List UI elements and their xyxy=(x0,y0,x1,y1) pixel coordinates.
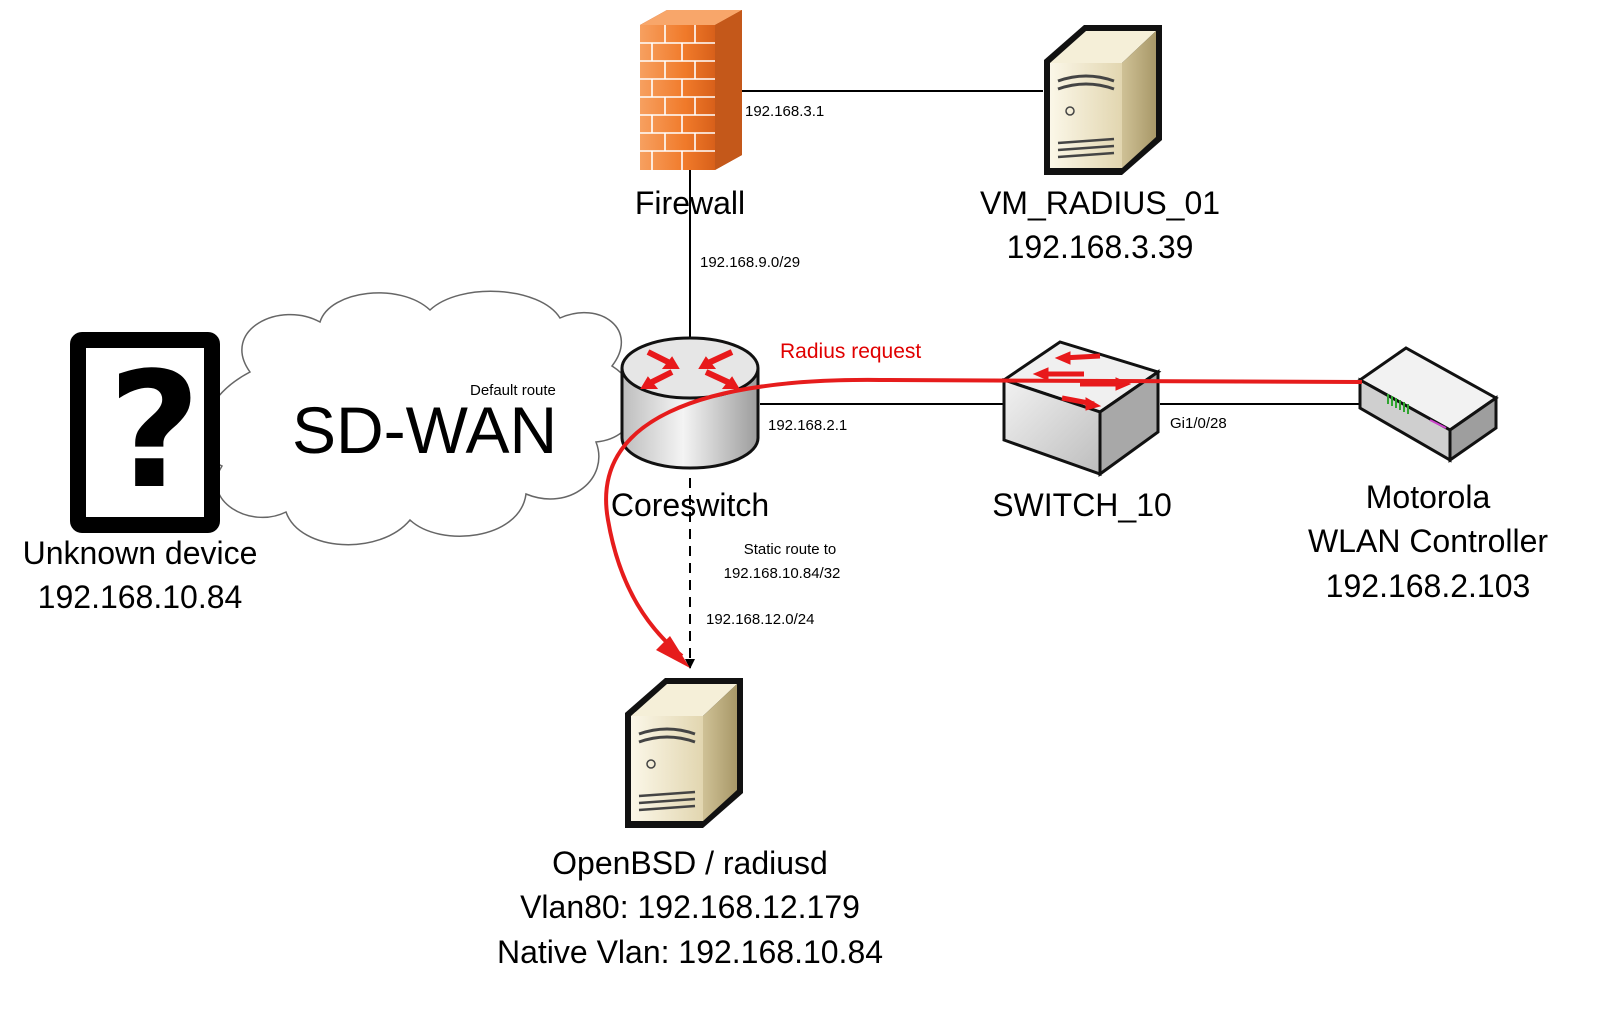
cloud-icon xyxy=(201,290,637,546)
firewall-label: Firewall xyxy=(634,185,746,221)
openbsd-line3: Native Vlan: 192.168.10.84 xyxy=(496,934,884,970)
fw-core-network-label: 192.168.9.0/29 xyxy=(700,254,801,271)
motorola-line1: Motorola xyxy=(1365,479,1491,515)
motorola-ip: 192.168.2.103 xyxy=(1325,568,1531,604)
static-route-label-2: 192.168.10.84/32 xyxy=(723,565,841,582)
switch10-label: SWITCH_10 xyxy=(992,487,1172,523)
static-route-label-1: Static route to xyxy=(743,541,837,558)
firewall-icon xyxy=(640,10,742,170)
sdwan-label: SD-WAN xyxy=(292,393,558,467)
vm-radius-ip: 192.168.3.39 xyxy=(1006,229,1194,265)
switch-icon xyxy=(1000,340,1162,477)
vm-radius-name: VM_RADIUS_01 xyxy=(979,185,1221,221)
coreswitch-label: Coreswitch xyxy=(610,487,770,523)
unknown-device-label: Unknown device xyxy=(22,535,258,571)
question-device-icon xyxy=(70,332,220,533)
firewall-ip-label: 192.168.3.1 xyxy=(745,103,825,120)
radius-request-arrowhead xyxy=(656,636,690,668)
wlan-controller-icon xyxy=(1357,346,1499,463)
question-mark-glyph: ? xyxy=(108,337,201,524)
openbsd-line1: OpenBSD / radiusd xyxy=(552,845,828,881)
openbsd-line2: Vlan80: 192.168.12.179 xyxy=(520,889,860,925)
server-icon xyxy=(1044,25,1162,175)
unknown-device-ip: 192.168.10.84 xyxy=(37,579,243,615)
default-route-label: Default route xyxy=(470,382,556,399)
radius-request-path xyxy=(604,377,1363,658)
openbsd-network-label: 192.168.12.0/24 xyxy=(706,611,815,628)
switch-port-label: Gi1/0/28 xyxy=(1170,415,1227,432)
core-switch-ip-label: 192.168.2.1 xyxy=(768,417,848,434)
radius-request-label: Radius request xyxy=(780,340,922,363)
motorola-line2: WLAN Controller xyxy=(1307,523,1549,559)
server-icon xyxy=(625,678,743,828)
